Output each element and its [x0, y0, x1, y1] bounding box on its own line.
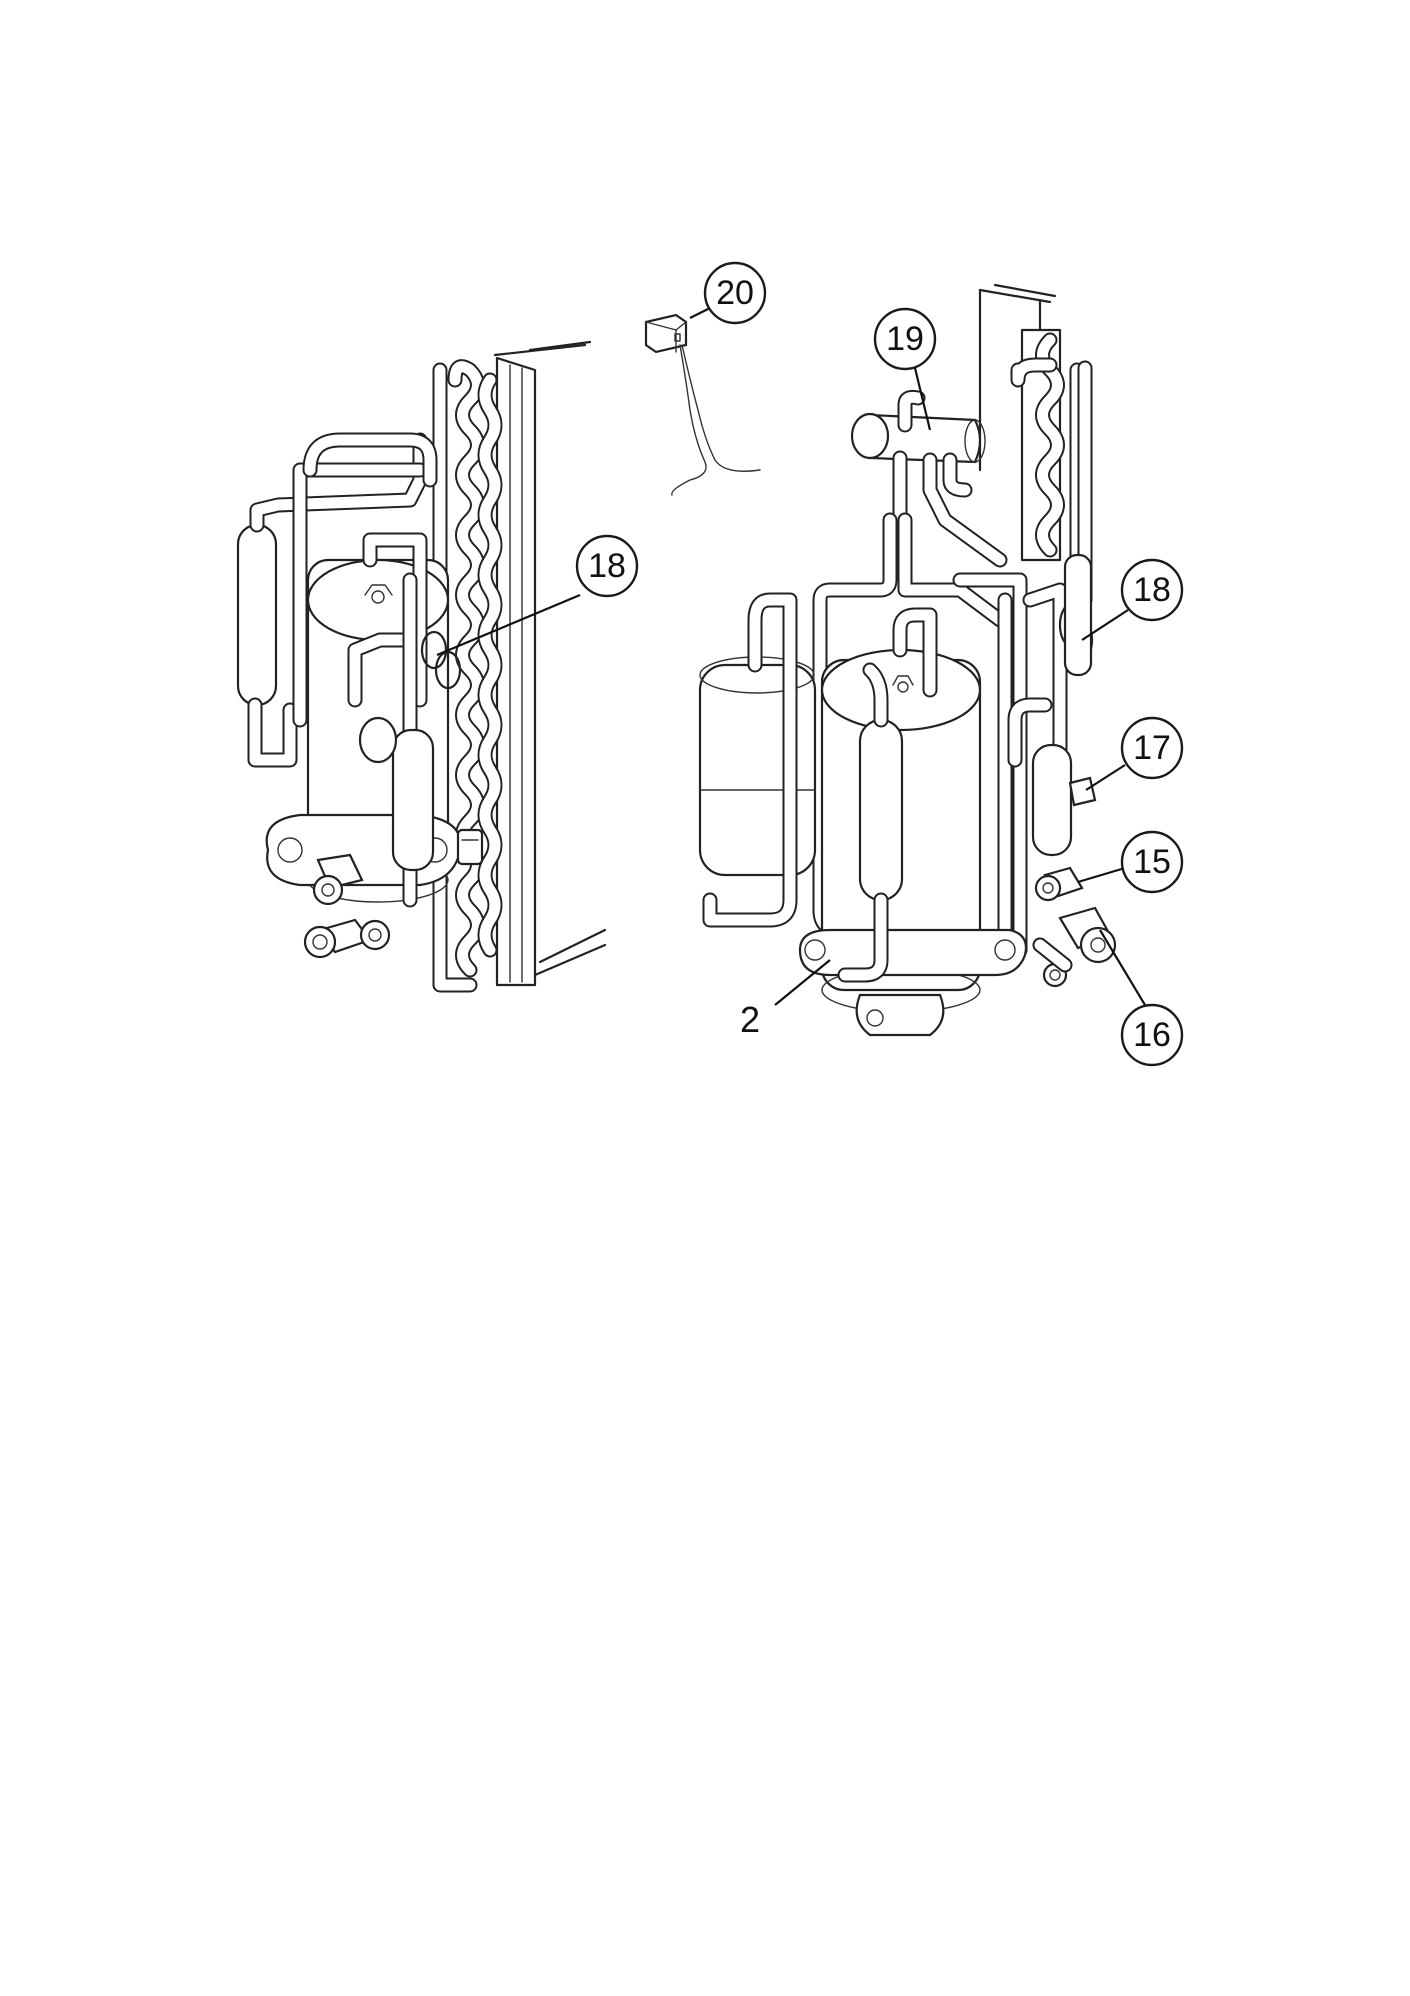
left-assembly: 18: [236, 340, 639, 993]
right-condenser-coil: [1010, 328, 1093, 608]
callout-18-right-label: 18: [1133, 571, 1171, 609]
callout-20: 20: [689, 261, 767, 325]
callout-18-left-label: 18: [588, 547, 626, 585]
label-2-group: 2: [740, 959, 831, 1040]
part-17-expansion-valve: 17: [1007, 697, 1184, 857]
left-service-valves: [303, 853, 391, 959]
part-15-service-valve: 15: [1034, 830, 1184, 902]
part-20-sensor: 20: [644, 261, 767, 496]
callout-19-label: 19: [886, 320, 924, 358]
left-receiver: [358, 716, 435, 872]
callout-17: 17: [1085, 716, 1184, 791]
callout-16: 16: [1099, 929, 1184, 1067]
callout-18-left: 18: [436, 534, 639, 657]
callout-18-right: 18: [1081, 558, 1184, 641]
callout-17-label: 17: [1133, 729, 1171, 767]
right-assembly: 19: [698, 283, 1184, 1067]
part-19-four-way-valve: 19: [850, 307, 1008, 568]
callout-15-label: 15: [1133, 843, 1171, 881]
right-accumulator: [837, 662, 904, 983]
label-2: 2: [740, 999, 760, 1040]
left-condenser-coil: [432, 340, 607, 993]
left-connector: [456, 828, 484, 866]
callout-16-label: 16: [1133, 1016, 1171, 1054]
callout-19: 19: [873, 307, 937, 431]
right-compressor: [798, 607, 1028, 1037]
left-accumulator: [236, 523, 278, 707]
left-sensor-clamp: [420, 630, 462, 690]
part-16-service-valve: 16: [1032, 906, 1184, 1067]
callout-20-label: 20: [716, 274, 754, 312]
right-sensor-clamp: 18: [1058, 553, 1184, 677]
callout-15: 15: [1077, 830, 1184, 894]
right-receiver-tank: [698, 592, 817, 928]
